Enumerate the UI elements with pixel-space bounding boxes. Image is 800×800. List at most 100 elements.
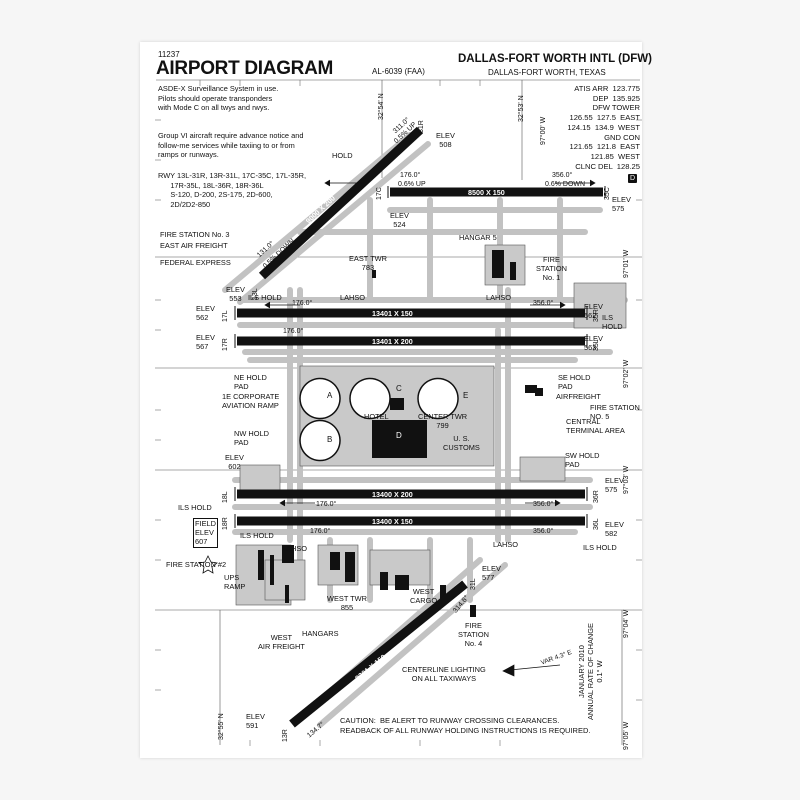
taxiway-line (222, 132, 413, 293)
fire-station-1-label: FIRE STATION No. 1 (536, 255, 567, 282)
lahso-label: LAHSO (340, 293, 366, 302)
heading-arrows (264, 179, 596, 677)
gradient-up: 0.6% UP (398, 181, 426, 188)
var-arrow (509, 664, 561, 671)
lon-label: 97°02' W (623, 359, 630, 388)
caution-note: CAUTION: BE ALERT TO RUNWAY CROSSING CLE… (340, 716, 591, 735)
ups-ramp-label: UPS RAMP (224, 573, 246, 591)
elevation-602: ELEV 602 (225, 453, 244, 471)
grid-ticks (155, 80, 642, 746)
east-tower-label: EAST TWR 783 (349, 254, 387, 272)
runway-end-18l: 18L (222, 491, 229, 503)
lahso-label: LAHSO (493, 540, 519, 549)
terminal-d-block (372, 420, 427, 458)
taxiway-line (317, 562, 508, 728)
lon-label: 97°04' W (623, 609, 630, 638)
ils-hold-label: ILS HOLD (602, 313, 623, 331)
arrow-176 (324, 179, 365, 187)
terminal-d-label: D (396, 431, 402, 440)
ne-hold-pad-label: NE HOLD PAD (234, 373, 267, 391)
runway-end-13r: 13R (282, 729, 289, 742)
runway-13l-31r (258, 126, 424, 280)
ils-hold-label: ILS HOLD (583, 543, 617, 552)
runway-end-35c: 35C (604, 187, 611, 200)
heading-176: 176.0° (283, 328, 304, 335)
group6-note: Group VI aircraft require advance notice… (158, 131, 304, 160)
elevation-562-west: ELEV 562 (196, 304, 215, 322)
elevation-562-east: ELEV 562 (584, 302, 603, 320)
runway-end-17l: 17L (222, 310, 229, 322)
ils-hold-label: ILS HOLD (240, 531, 274, 540)
east-air-freight-label: EAST AIR FREIGHT (160, 241, 228, 250)
central-terminal-area-label: CENTRAL TERMINAL AREA (566, 417, 625, 435)
hangar-5-label: HANGAR 5 (459, 233, 497, 242)
elevation-567: ELEV 567 (196, 333, 215, 351)
field-elevation-box: FIELD ELEV 607 (193, 518, 218, 549)
nw-hold-pad-label: NW HOLD PAD (234, 429, 269, 447)
fire-station-3-label: FIRE STATION No. 3 (160, 230, 230, 239)
se-hold-pad-label: SE HOLD PAD (558, 373, 591, 391)
hotel-block (390, 398, 404, 410)
elevation-553: ELEV 553 (226, 285, 245, 303)
lahso-label: LAHSO (486, 293, 512, 302)
ils-hold-area (573, 282, 627, 329)
terminal-e-shape (417, 377, 459, 420)
lahso-label: LAHSO (282, 544, 308, 553)
west-air-freight-label: WEST AIR FREIGHT (258, 633, 305, 651)
heading-356: 356.0° (533, 501, 554, 508)
diagram-title: AIRPORT DIAGRAM (156, 58, 334, 79)
lat-label: 32°55' N (218, 713, 225, 740)
fire-station-2-label: FIRE STATION #2 (166, 560, 227, 569)
centerline-lighting-label: CENTERLINE LIGHTING ON ALL TAXIWAYS (402, 665, 486, 683)
fire-station-4-label: FIRE STATION No. 4 (458, 621, 489, 648)
nw-hold-pad (239, 464, 281, 491)
runway-end-17r: 17R (222, 338, 229, 351)
frequency-badge: D (628, 174, 638, 183)
runway-17c-35c-dimensions: 8500 X 150 (468, 188, 505, 197)
terminal-c-shape (349, 377, 391, 420)
heading-176: 176.0° (316, 501, 337, 508)
taxiway-line (237, 141, 431, 305)
airport-name: DALLAS-FORT WORTH INTL (DFW) (458, 53, 652, 65)
heading-176: 176.0° (400, 172, 421, 179)
runway-end-17c: 17C (376, 187, 383, 200)
hotel-label: HOTEL (364, 412, 389, 421)
lat-label: 32°53' N (518, 95, 525, 122)
west-tower-label: WEST TWR 855 (327, 594, 367, 612)
heading-356: 356.0° (533, 528, 554, 535)
elevation-591: ELEV 591 (246, 712, 265, 730)
runway-end-31r: 31R (418, 120, 425, 133)
elevation-563: ELEV 563 (584, 334, 603, 352)
fire-station-5-label: FIRE STATION NO. 5 (590, 403, 640, 421)
annual-rate-label: JANUARY 2010 ANNUAL RATE OF CHANGE 0.1° … (577, 623, 604, 720)
elevation-575-southeast: ELEV 575 (605, 476, 624, 494)
fire-station-symbols (198, 555, 218, 574)
terminal-b-shape (299, 419, 341, 462)
asde-note: ASDE-X Surveillance System in use. Pilot… (158, 84, 279, 113)
gradient-down: 0.6% DOWN (545, 181, 586, 188)
center-tower-label: CENTER TWR 799 (418, 412, 468, 430)
heading-176: 176.0° (292, 300, 313, 307)
fire-station-2-star (198, 555, 218, 574)
runway-threshold-marks (234, 186, 606, 528)
lon-label: 97°00' W (540, 116, 547, 145)
frequency-list: ATIS ARR 123.775 DEP 135.925 DFW TOWER 1… (567, 84, 640, 171)
runway-13r-31l (289, 580, 468, 728)
lon-label: 97°01' W (623, 249, 630, 278)
runway-17r-35l-dimensions: 13401 X 200 (372, 337, 413, 346)
customs-label: U. S. CUSTOMS (443, 434, 480, 452)
al-number: AL-6039 (FAA) (372, 67, 425, 76)
lon-label: 97°03' W (623, 465, 630, 494)
airport-city: DALLAS-FORT WORTH, TEXAS (488, 68, 606, 77)
ils-hold-label: ILS HOLD (178, 503, 212, 512)
elevation-582: ELEV 582 (605, 520, 624, 538)
elevation-508: ELEV 508 (436, 131, 455, 149)
ils-hold-label: ILS HOLD (248, 293, 282, 302)
elevation-524: ELEV 524 (390, 211, 409, 229)
heading-176: 176.0° (310, 528, 331, 535)
sw-hold-pad-label: SW HOLD PAD (565, 451, 600, 469)
hold-label: HOLD (332, 151, 353, 160)
heading-356: 356.0° (552, 172, 573, 179)
document-number: 11237 (158, 50, 180, 59)
